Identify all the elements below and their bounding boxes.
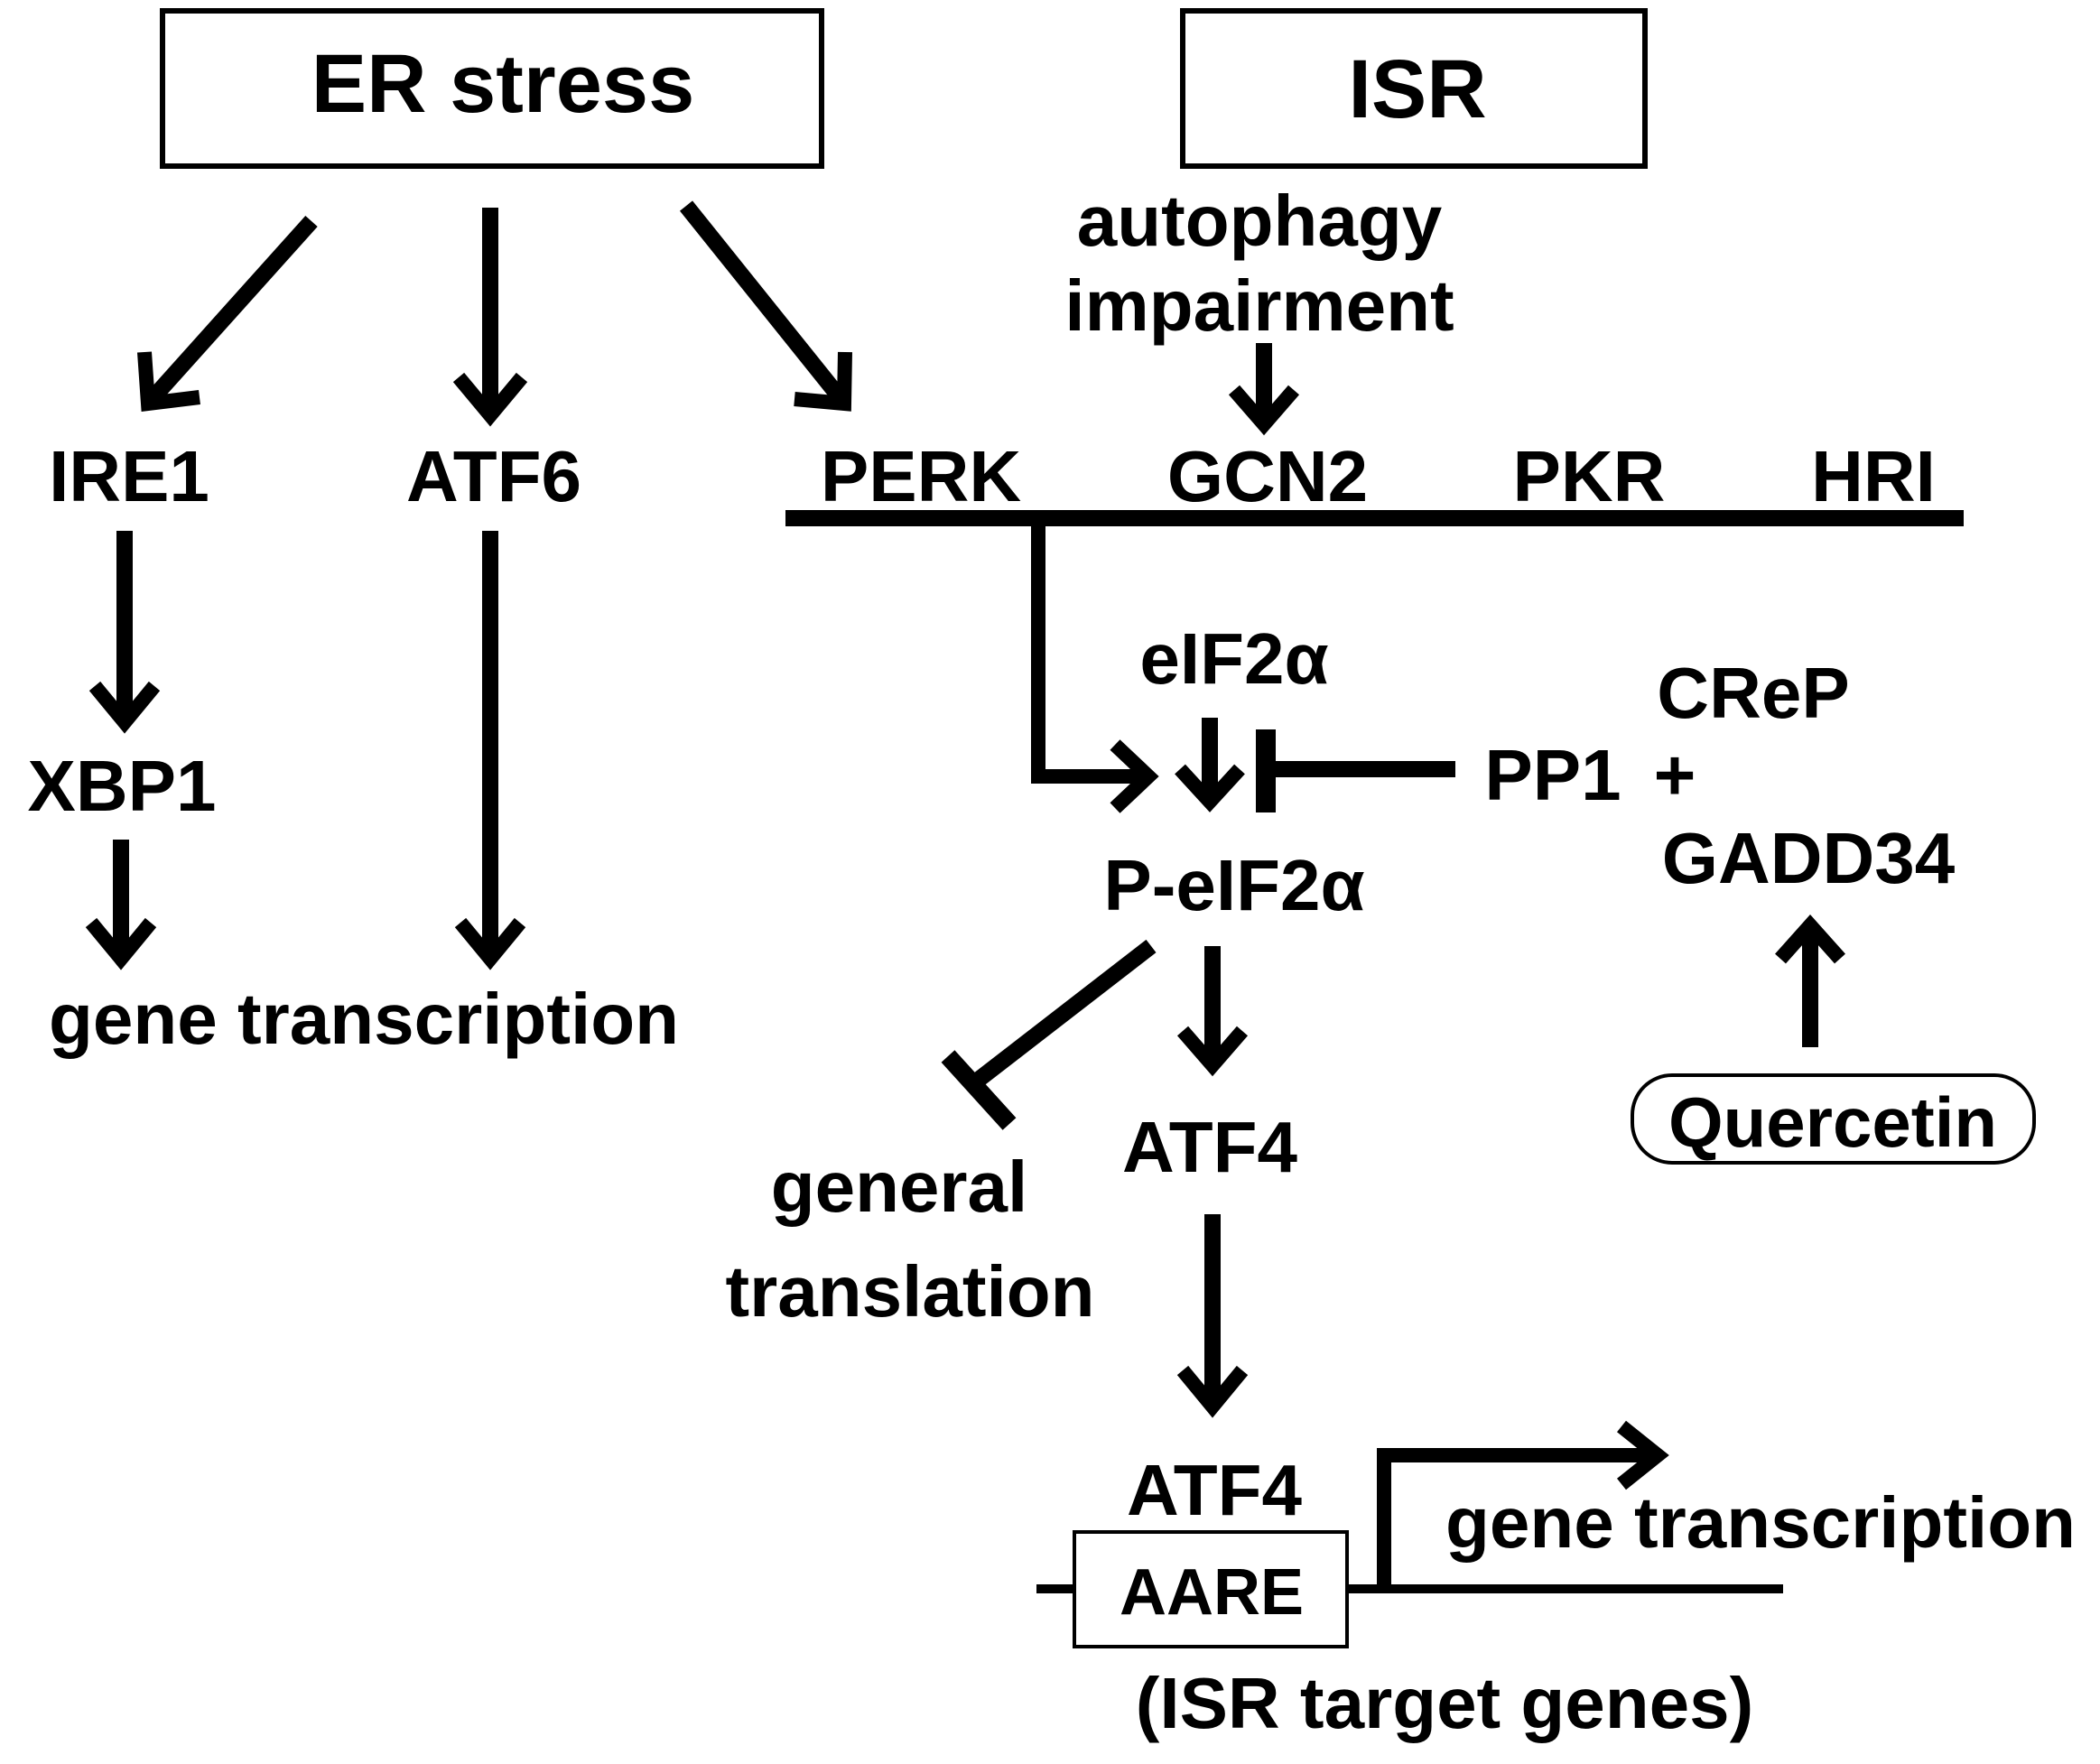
crep-label: CReP xyxy=(1657,653,1849,733)
arrow-atf6-to-gene-transcription xyxy=(454,531,526,970)
kinase-gcn2: GCN2 xyxy=(1167,436,1368,516)
plus-label: + xyxy=(1654,735,1696,815)
aare-label: AARE xyxy=(1120,1556,1304,1629)
gene-transcription-right: gene transcription xyxy=(1445,1482,2076,1563)
arrow-autophagy-to-gcn2 xyxy=(1228,343,1300,436)
inhibition-pp1-on-phosphorylation xyxy=(1256,729,1455,812)
arrow-er-stress-to-perk xyxy=(679,200,852,412)
arrow-ire1-to-xbp1 xyxy=(88,531,161,734)
arrow-quercetin-to-gadd34 xyxy=(1775,914,1845,1047)
arrow-er-stress-to-atf6 xyxy=(452,208,528,427)
translation-label: translation xyxy=(726,1251,1095,1332)
isr-title: ISR xyxy=(1348,43,1486,135)
quercetin-label: Quercetin xyxy=(1668,1082,1997,1162)
kinase-pkr: PKR xyxy=(1513,436,1666,516)
gene-transcription-left: gene transcription xyxy=(49,979,679,1059)
transcription-start-arrow xyxy=(1377,1420,1669,1589)
er-stress-title: ER stress xyxy=(311,38,694,130)
atf4-bound-label: ATF4 xyxy=(1127,1450,1303,1530)
general-label: general xyxy=(771,1147,1028,1227)
autophagy-label: autophagy xyxy=(1077,181,1443,261)
p-eif2a-label: P-eIF2α xyxy=(1103,845,1364,925)
aare-box xyxy=(1073,1530,1349,1648)
gadd34-label: GADD34 xyxy=(1662,818,1956,898)
atf4-label: ATF4 xyxy=(1122,1107,1298,1187)
arrow-perk-to-phosphorylation xyxy=(1031,524,1159,813)
quercetin-box xyxy=(1631,1073,2036,1165)
kinase-perk: PERK xyxy=(821,436,1021,516)
impairment-label: impairment xyxy=(1064,265,1454,346)
arrow-p-eif2a-to-atf4 xyxy=(1176,946,1249,1077)
arrow-eif2a-to-p-eif2a xyxy=(1175,718,1245,812)
kinase-hri: HRI xyxy=(1811,436,1936,516)
arrow-atf4-to-aare xyxy=(1176,1214,1249,1418)
arrow-er-stress-to-ire1 xyxy=(137,215,318,412)
inhibition-p-eif2a-on-general-translation xyxy=(941,939,1157,1130)
xbp1-label: XBP1 xyxy=(28,746,217,826)
pp1-label: PP1 xyxy=(1484,735,1621,815)
isr-box xyxy=(1180,8,1648,169)
arrow-xbp1-to-gene-transcription xyxy=(85,840,157,970)
isr-target-genes-label: (ISR target genes) xyxy=(1136,1663,1754,1743)
er-stress-box xyxy=(160,8,824,169)
eif2a-label: eIF2α xyxy=(1139,618,1328,699)
ire1-label: IRE1 xyxy=(49,436,209,516)
atf6-label: ATF6 xyxy=(406,436,581,516)
